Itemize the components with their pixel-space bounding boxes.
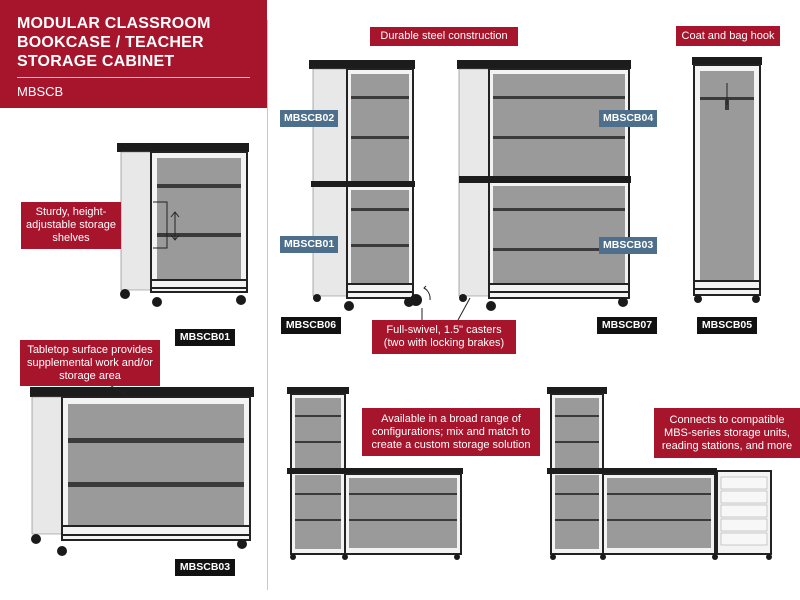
cabinet-mbscb01-illustration <box>117 143 249 307</box>
tag-mbscb06: MBSCB06 <box>281 317 341 334</box>
callout-tabletop: Tabletop surface provides supplemental w… <box>20 340 160 386</box>
caster-swivel-icon <box>410 285 431 306</box>
title-line-1: MODULAR CLASSROOM <box>17 15 211 32</box>
tag-mbscb05: MBSCB05 <box>697 317 757 334</box>
callout-connects: Connects to compatible MBS-series storag… <box>654 408 800 458</box>
callout-steel: Durable steel construction <box>370 27 518 46</box>
cabinet-mbscb07-illustration <box>457 60 631 311</box>
callout-shelves: Sturdy, height-adjustable storage shelve… <box>21 202 121 249</box>
tag-mbscb04: MBSCB04 <box>599 110 658 127</box>
title-rule <box>17 77 250 78</box>
product-title: MODULAR CLASSROOM BOOKCASE / TEACHER STO… <box>17 14 253 71</box>
tag-mbscb01-stack: MBSCB01 <box>280 236 339 253</box>
cabinet-mbscb03-illustration <box>30 383 254 556</box>
tag-mbscb02: MBSCB02 <box>280 110 339 127</box>
callout-casters: Full-swivel, 1.5" casters (two with lock… <box>372 320 516 354</box>
tag-mbscb03-large: MBSCB03 <box>175 559 235 576</box>
title-line-2: BOOKCASE / TEACHER <box>17 34 204 51</box>
callout-configurations: Available in a broad range of configurat… <box>362 408 540 456</box>
cabinet-mbscb05-illustration <box>692 57 762 303</box>
cabinet-mbscb06-illustration <box>309 60 415 311</box>
tag-mbscb07: MBSCB07 <box>597 317 657 334</box>
caster-leader-lines <box>421 297 471 321</box>
configuration-2-illustration <box>547 387 772 560</box>
model-code: MBSCB <box>17 84 64 99</box>
vertical-divider <box>267 20 268 590</box>
title-line-3: STORAGE CABINET <box>17 53 175 70</box>
callout-hook: Coat and bag hook <box>676 26 780 46</box>
configuration-1-illustration <box>287 387 463 560</box>
tag-mbscb01-small: MBSCB01 <box>175 329 235 346</box>
title-panel: MODULAR CLASSROOM BOOKCASE / TEACHER STO… <box>0 0 267 108</box>
tag-mbscb03-stack: MBSCB03 <box>599 237 658 254</box>
